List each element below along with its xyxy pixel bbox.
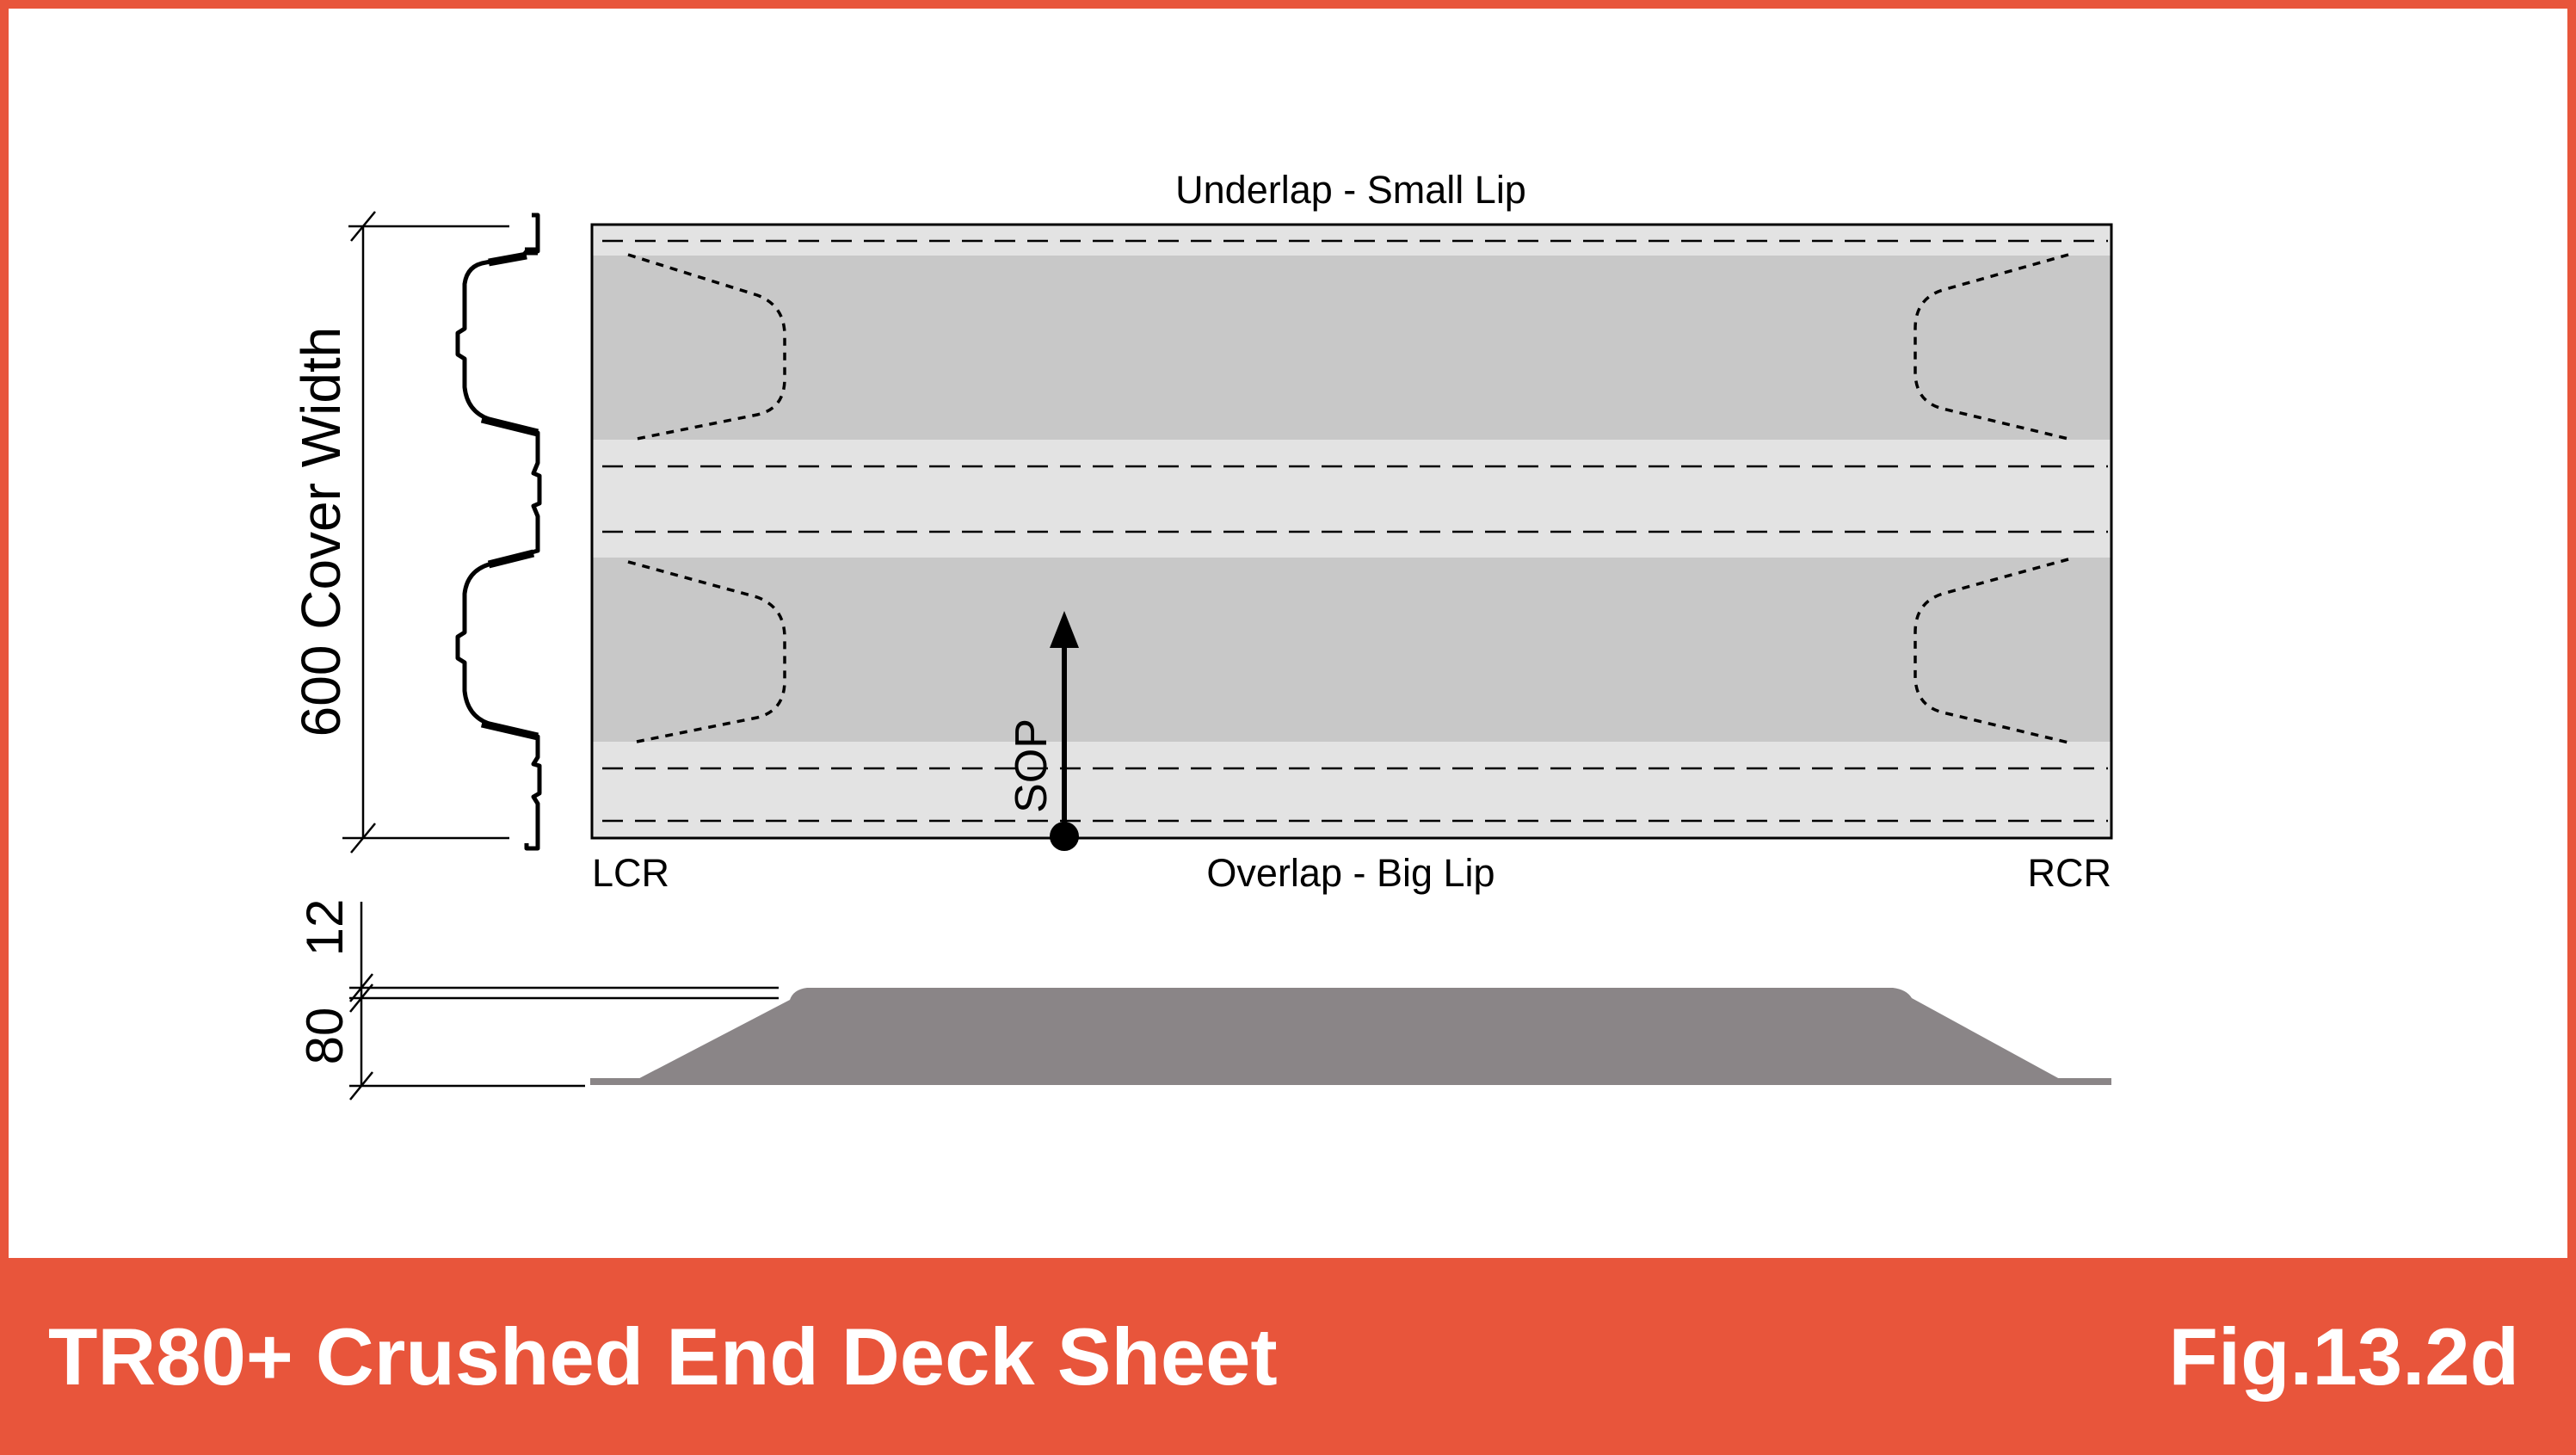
crushed-end-left-upper <box>627 253 786 441</box>
cover-width-label: 600 Cover Width <box>290 327 352 737</box>
rcr-label: RCR <box>2028 851 2112 895</box>
sheet-border <box>590 223 2113 840</box>
profile-outline <box>455 213 542 851</box>
figure-title: TR80+ Crushed End Deck Sheet <box>48 1311 1278 1402</box>
profile-height-label: 80 <box>296 1008 354 1065</box>
dimension-tick <box>349 983 373 1013</box>
sop-arrow-head <box>1050 611 1079 648</box>
crushed-end-left-lower <box>627 560 786 743</box>
rib-upper <box>592 256 2111 440</box>
figure-number: Fig.13.2d <box>2168 1311 2519 1402</box>
rib-lower <box>592 558 2111 742</box>
cover-width-dimension: 600 Cover Width <box>290 211 509 854</box>
profile-flange-detail <box>487 549 535 569</box>
crushed-end-right-upper <box>1914 253 2069 441</box>
side-profile-shape <box>628 988 2069 1084</box>
deck-sheet-diagram: SOP Underlap - Small Lip Overlap - Big L… <box>290 168 2113 1100</box>
dimension-tick <box>349 1071 373 1100</box>
profile-flange-detail <box>488 251 527 267</box>
sheet-plan-view: SOP Underlap - Small Lip Overlap - Big L… <box>590 168 2113 895</box>
dimension-tick <box>350 823 376 854</box>
cross-section-profile <box>455 213 542 851</box>
crushed-end-right-lower <box>1914 558 2069 744</box>
overlap-label: Overlap - Big Lip <box>1206 851 1494 895</box>
underlap-label: Underlap - Small Lip <box>1175 168 1526 212</box>
lcr-label: LCR <box>592 851 669 895</box>
side-elevation: 12 80 <box>296 899 2111 1100</box>
profile-flange-detail <box>480 719 539 741</box>
footer-bar: TR80+ Crushed End Deck Sheet Fig.13.2d <box>0 1258 2576 1455</box>
crushed-end-outlines <box>627 253 2069 744</box>
dimension-tick <box>349 973 373 1002</box>
fold-lines <box>602 239 2108 823</box>
sop-label: SOP <box>1007 718 1057 813</box>
lip-height-label: 12 <box>296 899 354 957</box>
sop-arrow <box>1050 611 1079 851</box>
profile-flange-detail <box>480 415 539 437</box>
sop-start-dot <box>1050 822 1079 851</box>
dimension-tick <box>350 211 376 242</box>
